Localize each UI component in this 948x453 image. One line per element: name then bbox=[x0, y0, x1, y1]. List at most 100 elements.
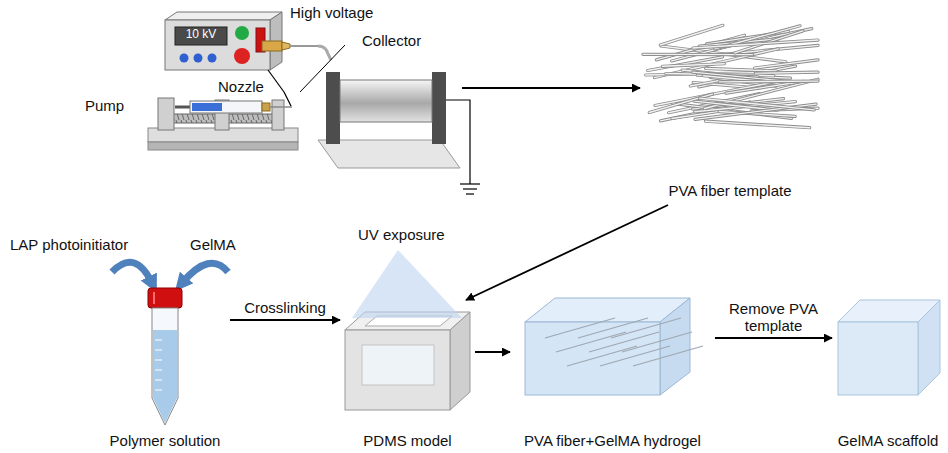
step-label: PDMS model bbox=[363, 432, 451, 449]
pdms-mold bbox=[345, 312, 470, 410]
pdms-mold-part bbox=[345, 330, 450, 410]
centrifuge-tube-part bbox=[152, 308, 178, 425]
illustrated-step: PVA fiber+GelMA hydrogel bbox=[510, 295, 715, 452]
illustrated-step: PVA fiber template bbox=[640, 30, 820, 205]
uv-light-cone bbox=[352, 250, 462, 318]
illustrated-step: GelMA scaffold bbox=[832, 295, 944, 452]
blue-curved-arrows-part bbox=[112, 262, 152, 283]
syringe-pump bbox=[148, 92, 298, 150]
hydrogel-block-part-part bbox=[556, 332, 626, 352]
hydrogel-block-part-part bbox=[545, 318, 615, 338]
rotating-collector-part bbox=[340, 80, 432, 122]
process-arrow bbox=[715, 337, 832, 339]
pdms-mold-part bbox=[362, 345, 434, 385]
rotating-collector-part bbox=[326, 72, 340, 144]
power-supply bbox=[165, 12, 282, 70]
step-label: Nozzle bbox=[218, 78, 264, 95]
scaffold-block bbox=[838, 300, 940, 395]
fiber-mat-part bbox=[660, 25, 723, 45]
fiber-mat-part bbox=[695, 104, 816, 119]
scaffold-block-part bbox=[838, 322, 918, 395]
power-supply-part bbox=[234, 48, 250, 64]
centrifuge-tube-part-part bbox=[155, 340, 162, 341]
power-supply-part bbox=[208, 54, 217, 63]
blue-curved-arrows bbox=[112, 262, 228, 283]
hydrogel-block-part-part bbox=[567, 346, 637, 366]
illustrated-step: Collector bbox=[312, 50, 462, 170]
annotation-label: LAP photoinitiator bbox=[10, 236, 128, 253]
annotation-label: UV exposure bbox=[358, 226, 445, 243]
blue-curved-arrows-part bbox=[182, 263, 228, 283]
step-label: PVA fiber+GelMA hydrogel bbox=[524, 432, 701, 449]
process-arrow bbox=[230, 319, 340, 321]
rotating-collector-part bbox=[446, 100, 470, 184]
pdms-mold-part bbox=[450, 312, 470, 410]
hydrogel-block-part bbox=[525, 322, 660, 395]
fiber-mat-part bbox=[693, 40, 818, 48]
syringe-pump-part bbox=[158, 98, 174, 130]
centrifuge-tube-part bbox=[148, 288, 182, 308]
step-label: PVA fiber template bbox=[668, 182, 791, 199]
fiber-mat-part bbox=[700, 98, 815, 110]
hydrogel-block-part-part bbox=[633, 346, 703, 366]
power-supply-part bbox=[180, 54, 189, 63]
process-arrow bbox=[462, 87, 640, 89]
power-supply-part bbox=[235, 26, 249, 40]
process-arrow bbox=[475, 351, 510, 353]
fiber-mat-part bbox=[649, 94, 712, 112]
fiber-mat-part bbox=[700, 98, 815, 110]
illustrated-step: Polymer solution bbox=[100, 285, 230, 452]
nozzle-inset-part bbox=[282, 42, 290, 50]
step-label: High voltage bbox=[290, 4, 373, 21]
fiber-mat-part bbox=[705, 121, 809, 127]
fiber-mat-part bbox=[660, 25, 723, 45]
power-supply-part bbox=[165, 12, 282, 20]
fiber-mat-part bbox=[693, 40, 818, 48]
hydrogel-block-part bbox=[660, 298, 690, 395]
syringe-pump-part bbox=[270, 106, 292, 108]
fiber-mat-part bbox=[719, 80, 818, 84]
syringe-pump-part bbox=[262, 103, 270, 111]
hydrogel-block-part-part bbox=[622, 332, 692, 352]
display-reading: 10 kV bbox=[186, 28, 217, 42]
hydrogel-block-part-part bbox=[600, 346, 670, 366]
arrow-label: Crosslinking bbox=[242, 299, 328, 316]
fiber-mat-part bbox=[719, 80, 818, 82]
rotating-collector bbox=[318, 72, 480, 194]
illustrated-step: High voltage10 kV bbox=[160, 8, 288, 70]
centrifuge-tube bbox=[148, 288, 182, 425]
hydrogel-block-part bbox=[545, 318, 703, 366]
centrifuge-tube-part-part bbox=[155, 360, 162, 361]
centrifuge-tube-part bbox=[153, 292, 155, 304]
hydrogel-block-part-part bbox=[589, 332, 659, 352]
step-label: GelMA scaffold bbox=[838, 432, 939, 449]
nozzle-inset-part bbox=[262, 41, 282, 51]
fiber-mat bbox=[643, 25, 818, 127]
fiber-mat-part bbox=[705, 121, 809, 127]
rotating-collector-part bbox=[318, 140, 460, 168]
nozzle-inset-part bbox=[318, 46, 331, 60]
hydrogel-block-part-part bbox=[611, 318, 681, 338]
syringe-pump-part bbox=[175, 106, 192, 109]
rotating-collector-part bbox=[463, 188, 477, 189]
nozzle-inset-part bbox=[290, 45, 318, 47]
annotation-label: GelMA bbox=[190, 236, 236, 253]
fiber-mat-part bbox=[706, 68, 777, 71]
illustrated-step: PDMS model bbox=[340, 300, 475, 452]
centrifuge-tube-part bbox=[155, 340, 162, 390]
centrifuge-tube-part bbox=[153, 330, 177, 423]
syringe-pump-part bbox=[192, 103, 222, 111]
syringe-pump-part bbox=[284, 92, 291, 106]
step-label: Collector bbox=[362, 32, 421, 49]
wire bbox=[268, 70, 284, 92]
syringe-pump-part bbox=[190, 101, 262, 113]
step-label: Pump bbox=[85, 97, 124, 114]
illustrated-step: PumpNozzle bbox=[140, 92, 300, 152]
hydrogel-block-part-part bbox=[578, 318, 648, 338]
arrow-label: Remove PVA template bbox=[720, 300, 828, 335]
step-label: Polymer solution bbox=[110, 432, 221, 449]
rotating-collector-part bbox=[466, 193, 474, 194]
